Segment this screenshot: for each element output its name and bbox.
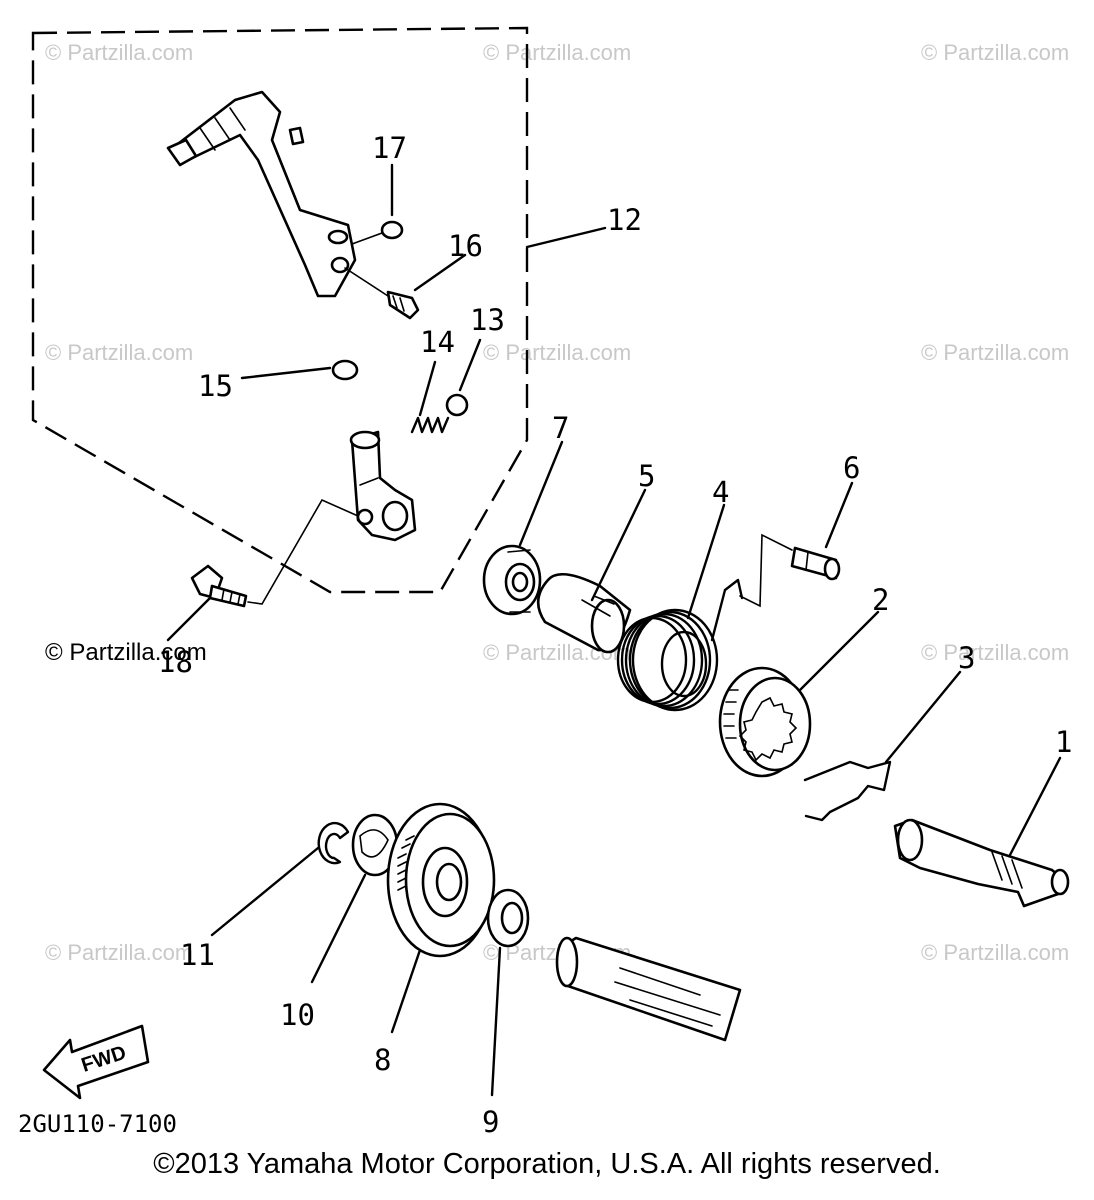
leader-9 (490, 946, 502, 1097)
part-4-torsion-spring (616, 578, 744, 712)
part-13-ball (445, 393, 469, 417)
watermark: © Partzilla.com (921, 640, 1069, 665)
part-3-clip (803, 760, 892, 822)
leader-1 (1008, 756, 1062, 857)
watermark: © Partzilla.com (483, 340, 631, 365)
leader-7 (518, 440, 564, 547)
callout-4: 4 (712, 475, 729, 509)
callout-13: 13 (470, 303, 505, 337)
guide-line (739, 533, 793, 608)
part-8-kick-gear (386, 802, 496, 958)
leader-15 (240, 366, 332, 380)
kick-crank-lever (166, 90, 357, 298)
leader-3 (884, 670, 962, 764)
part-11-circlip (317, 821, 350, 865)
leader-14 (418, 360, 437, 417)
leader-4 (686, 503, 726, 620)
guide-line (344, 267, 389, 297)
leader-5 (590, 488, 647, 602)
leader-18 (166, 596, 212, 642)
callout-7: 7 (552, 411, 569, 445)
part-14-spring (410, 416, 450, 434)
part-17-ball (380, 220, 404, 240)
watermark: © Partzilla.com (483, 40, 631, 65)
watermark: © Partzilla.com (45, 40, 193, 65)
callout-16: 16 (448, 229, 483, 263)
main-axle (555, 936, 742, 1042)
leader-13 (458, 338, 482, 392)
diagram-code: 2GU110-7100 (18, 1110, 177, 1138)
watermark: © Partzilla.com (921, 340, 1069, 365)
watermark: © Partzilla.com (45, 940, 193, 965)
leader-16 (413, 253, 467, 292)
guide-line (247, 498, 359, 605)
part-7-bearing (482, 544, 542, 616)
callout-18: 18 (158, 645, 193, 679)
callout-numbers: 1 2 3 4 5 6 7 8 9 10 11 12 13 14 15 16 1… (158, 131, 1072, 1139)
callout-5: 5 (638, 459, 655, 493)
watermark: © Partzilla.com (921, 940, 1069, 965)
fwd-arrow: FWD (42, 1024, 150, 1100)
callout-8: 8 (374, 1043, 391, 1077)
watermark: © Partzilla.com (45, 340, 193, 365)
part-6-pin (790, 546, 841, 581)
part-15-o-ring (331, 359, 359, 381)
copyright-notice: ©2013 Yamaha Motor Corporation, U.S.A. A… (153, 1148, 941, 1180)
leader-8 (390, 948, 422, 1034)
kick-crank-assembly-boundary (31, 26, 529, 594)
callout-2: 2 (872, 583, 889, 617)
callout-17: 17 (372, 131, 407, 165)
leader-11 (210, 846, 320, 937)
leader-10 (310, 873, 367, 984)
part-2-ratchet-wheel (718, 666, 812, 778)
callout-6: 6 (843, 451, 860, 485)
part-16-screw (386, 290, 420, 320)
guide-line (351, 232, 383, 245)
callout-10: 10 (280, 998, 315, 1032)
watermark: © Partzilla.com (45, 639, 207, 666)
callout-9: 9 (482, 1105, 499, 1139)
part-5-spring-guide (536, 572, 632, 654)
callout-12: 12 (607, 203, 642, 237)
kick-boss (349, 430, 417, 542)
part-1-kick-shaft (893, 818, 1070, 908)
watermark-layer: © Partzilla.com © Partzilla.com © Partzi… (45, 40, 1069, 965)
leader-2 (798, 610, 880, 692)
watermark: © Partzilla.com (921, 40, 1069, 65)
part-9-washer (486, 888, 530, 948)
callout-15: 15 (198, 369, 233, 403)
callout-11: 11 (180, 938, 215, 972)
leader-6 (824, 481, 854, 549)
callout-14: 14 (420, 325, 455, 359)
leader-12 (525, 226, 607, 249)
callout-1: 1 (1055, 725, 1072, 759)
callout-3: 3 (958, 641, 975, 675)
part-18-bolt (190, 564, 248, 608)
